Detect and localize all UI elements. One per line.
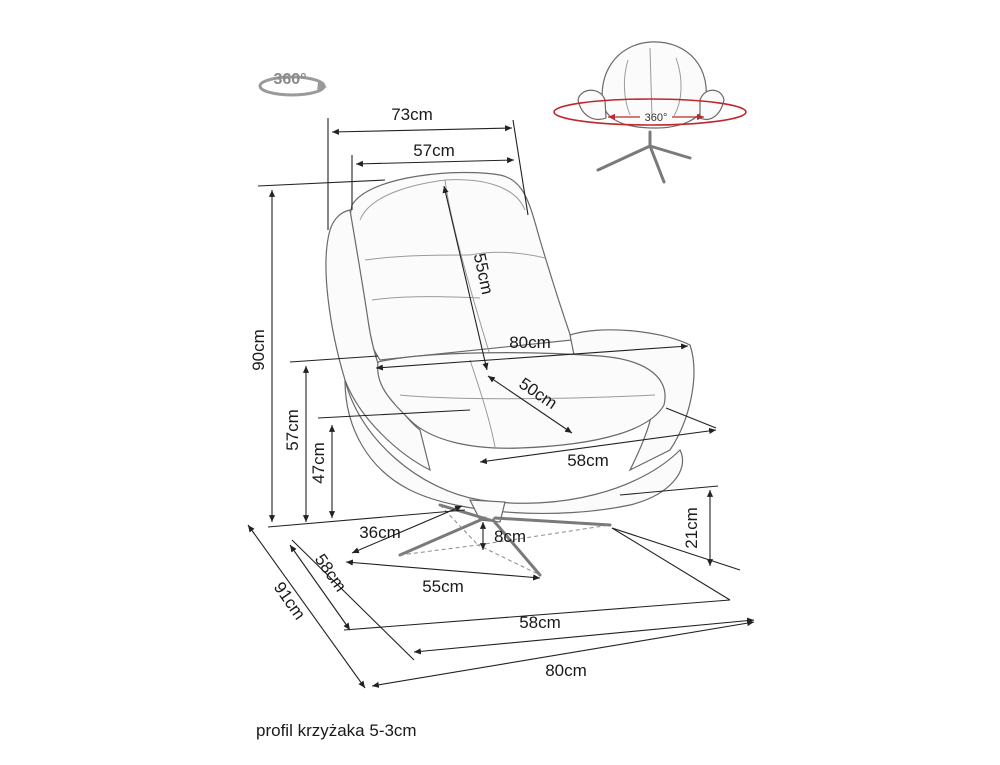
- label-back-width: 57cm: [413, 141, 455, 160]
- label-total-width: 73cm: [391, 105, 433, 124]
- label-base-width: 58cm: [519, 613, 561, 632]
- rotation-arrowhead-icon: [317, 82, 327, 92]
- rotation-ring: [553, 98, 747, 126]
- label-seat-height: 47cm: [309, 442, 328, 484]
- label-shell-height: 21cm: [682, 507, 701, 549]
- rotation-badge-label: 360°: [273, 71, 306, 88]
- caption: profil krzyżaka 5-3cm: [256, 721, 417, 740]
- chair-outline: [325, 171, 695, 577]
- rotation-preview: 360°: [553, 41, 747, 184]
- label-total-depth: 91cm: [270, 578, 309, 623]
- label-base-depth: 58cm: [311, 550, 350, 595]
- label-base-offset: 36cm: [359, 523, 401, 542]
- label-base-span: 55cm: [422, 577, 464, 596]
- dimension-lines: [247, 118, 755, 689]
- label-total-height: 90cm: [249, 329, 268, 371]
- label-armrest-height: 57cm: [283, 409, 302, 451]
- preview-rotation-label: 360°: [645, 112, 668, 124]
- label-armrest-width: 80cm: [509, 333, 551, 352]
- label-seat-front-width: 58cm: [567, 451, 609, 470]
- label-base-height: 8cm: [494, 527, 526, 546]
- label-total-footprint: 80cm: [545, 661, 587, 680]
- rotation-badge: 360°: [258, 71, 327, 97]
